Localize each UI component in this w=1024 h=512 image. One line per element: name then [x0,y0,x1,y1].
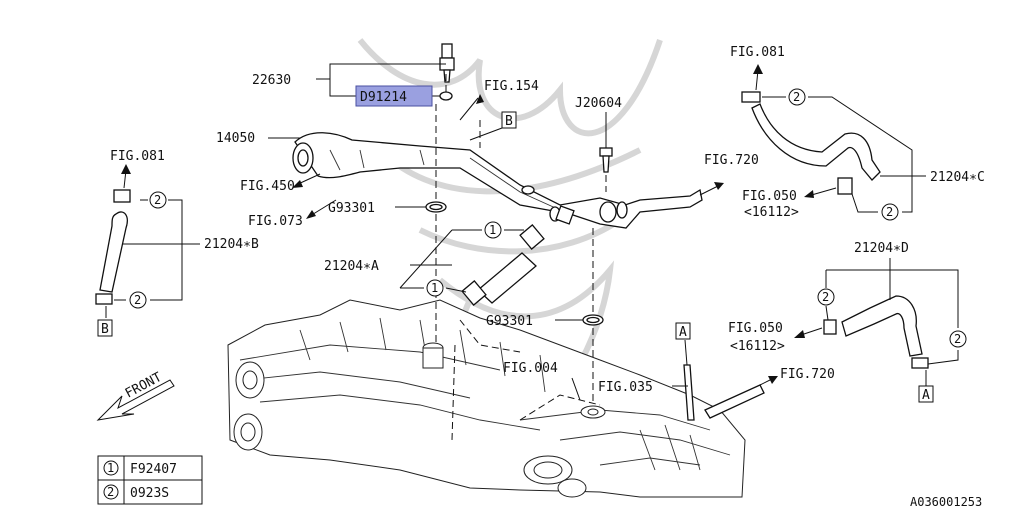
legend-table: 1 F92407 2 0923S [97,455,203,505]
o-ring-g93301-top-inner [429,203,443,211]
svg-text:B: B [101,322,109,337]
box-ref-a-right: A [918,385,934,403]
label-21204b: 21204∗B [204,237,259,252]
hose-21204b [95,189,131,305]
hose-21204c [741,91,881,195]
svg-text:1: 1 [489,223,496,237]
label-16112-bottom: <16112> [730,339,785,354]
front-label: FRONT [123,370,165,402]
label-21204a: 21204∗A [324,259,379,274]
hose-21204a [461,224,545,306]
label-fig081-right[interactable]: FIG.081 [730,45,785,60]
circle-ref-2-d-right: 2 [949,330,967,348]
svg-text:1: 1 [431,281,438,295]
legend-part-0923s: 0923S [130,486,169,501]
label-d91214[interactable]: D91214 [360,90,407,105]
label-fig081-left[interactable]: FIG.081 [110,149,165,164]
assembly-lines [435,74,607,441]
label-21204c: 21204∗C [930,170,985,185]
label-22630: 22630 [252,73,291,88]
circle-ref-1-lower: 1 [426,279,444,297]
sensor-22630 [439,43,455,83]
label-fig154[interactable]: FIG.154 [484,79,539,94]
label-fig004[interactable]: FIG.004 [503,361,558,376]
legend-row-1: 1 F92407 [103,460,177,477]
svg-text:B: B [505,114,513,129]
svg-text:2: 2 [886,205,893,219]
svg-text:2: 2 [154,193,161,207]
highlight-d91214 [355,85,433,107]
washer-d91214 [439,91,453,101]
label-14050: 14050 [216,131,255,146]
box-ref-a-mid: A [675,322,691,340]
arrowheads [121,64,814,384]
label-fig073[interactable]: FIG.073 [248,214,303,229]
label-fig050-top[interactable]: FIG.050 [742,189,797,204]
hose-21204d [823,295,929,369]
leader-lines [105,63,959,401]
circle-ref-1-upper: 1 [484,221,502,239]
circle-ref-2-c-top: 2 [788,88,806,106]
label-g93301-top: G93301 [328,201,375,216]
bolt-j20604 [599,147,613,173]
legend-row-2: 2 0923S [103,484,169,501]
svg-text:2: 2 [134,293,141,307]
svg-text:1: 1 [107,461,114,475]
circle-ref-2-b-bottom: 2 [129,291,147,309]
circle-ref-2-c-bottom: 2 [881,203,899,221]
legend-part-f92407: F92407 [130,462,177,477]
svg-text:A: A [679,325,687,340]
label-fig035[interactable]: FIG.035 [598,380,653,395]
label-j20604: J20604 [575,96,622,111]
circle-ref-2-d-left: 2 [817,288,835,306]
engine-block [227,299,746,498]
pipe-fig035 [683,364,695,421]
label-21204d: 21204∗D [854,241,909,256]
svg-text:A: A [922,388,930,403]
box-ref-b-top: B [501,111,517,129]
label-fig050-bottom[interactable]: FIG.050 [728,321,783,336]
box-ref-b-bottom: B [97,319,113,337]
label-16112-top: <16112> [744,205,799,220]
label-g93301-bottom: G93301 [486,314,533,329]
svg-text:2: 2 [954,332,961,346]
front-arrow-icon: FRONT [96,370,175,421]
svg-text:2: 2 [793,90,800,104]
svg-text:2: 2 [107,485,114,499]
o-ring-g93301-bottom-inner [586,316,600,324]
labels: 22630 D91214 FIG.154 J20604 14050 FIG.45… [110,45,985,509]
svg-text:2: 2 [822,290,829,304]
label-fig720-bottom[interactable]: FIG.720 [780,367,835,382]
diagram-code: A036001253 [910,495,982,509]
label-fig720-top[interactable]: FIG.720 [704,153,759,168]
circle-ref-2-b-top: 2 [149,191,167,209]
pipe-fig720-bottom [704,384,765,419]
label-fig450[interactable]: FIG.450 [240,179,295,194]
